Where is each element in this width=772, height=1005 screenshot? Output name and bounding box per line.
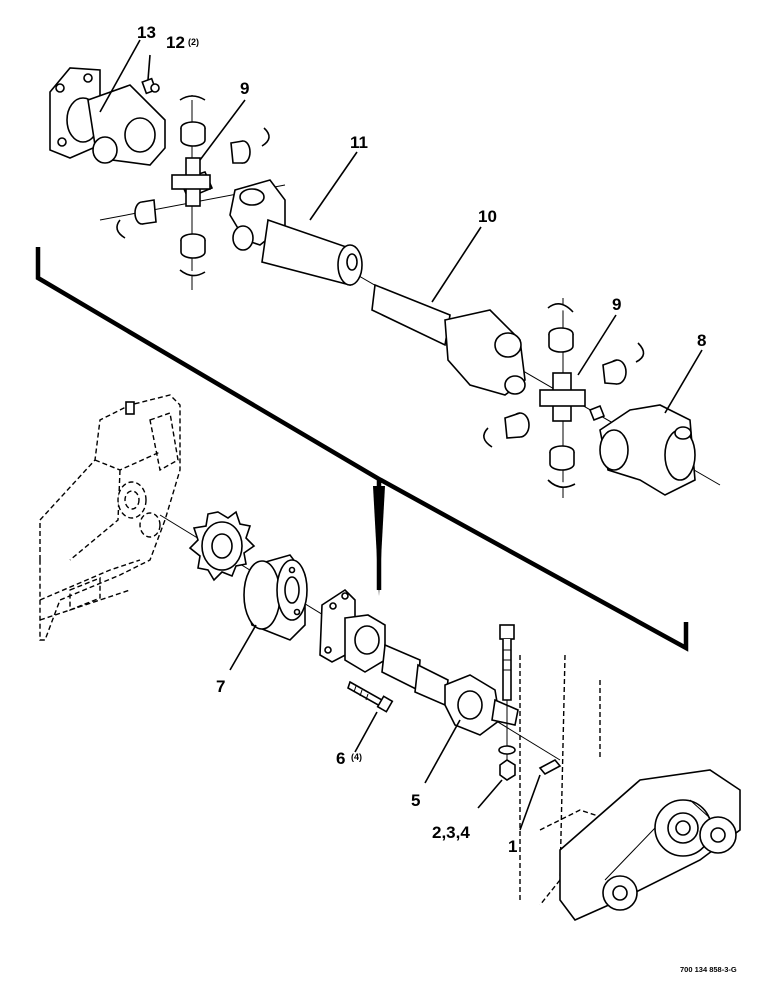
yoke xyxy=(599,404,696,496)
gearbox-frame xyxy=(39,394,181,641)
driveline-assembly xyxy=(319,588,519,736)
callout-7: 7 xyxy=(216,677,225,696)
grouping-bracket xyxy=(35,247,689,652)
hex-bolt xyxy=(347,680,394,713)
key xyxy=(538,758,562,776)
callout-12: 12 xyxy=(166,33,185,52)
callout-13: 13 xyxy=(137,23,156,42)
callouts: 13 12 (2) 9 11 10 9 8 7 6 (4) 5 2,3,4 1 xyxy=(137,23,706,856)
callout-2-3-4: 2,3,4 xyxy=(432,823,470,842)
bracket-pointer xyxy=(373,486,385,596)
cross-and-bearing-kit-upper xyxy=(116,95,270,290)
callout-5: 5 xyxy=(411,791,420,810)
grease-fitting xyxy=(141,77,160,95)
drawing-reference-number: 700 134 858-3-G xyxy=(680,965,737,974)
callout-12-qty: (2) xyxy=(188,37,199,47)
callout-8: 8 xyxy=(697,331,706,350)
leader-lines xyxy=(99,39,703,831)
shaft-yoke xyxy=(371,283,526,396)
callout-9-upper: 9 xyxy=(240,79,249,98)
sprocket xyxy=(188,510,256,582)
carriage-bolt xyxy=(498,624,516,781)
callout-1: 1 xyxy=(508,837,517,856)
callout-9-lower: 9 xyxy=(612,295,621,314)
coupler xyxy=(243,554,308,641)
callout-11: 11 xyxy=(350,133,368,152)
callout-10: 10 xyxy=(478,207,497,226)
cross-and-bearing-kit-lower xyxy=(483,298,645,498)
callout-6: 6 xyxy=(336,749,345,768)
callout-6-qty: (4) xyxy=(351,752,362,762)
chain-drive xyxy=(559,769,741,921)
tube-yoke xyxy=(229,179,363,287)
flange-yoke xyxy=(49,67,166,166)
